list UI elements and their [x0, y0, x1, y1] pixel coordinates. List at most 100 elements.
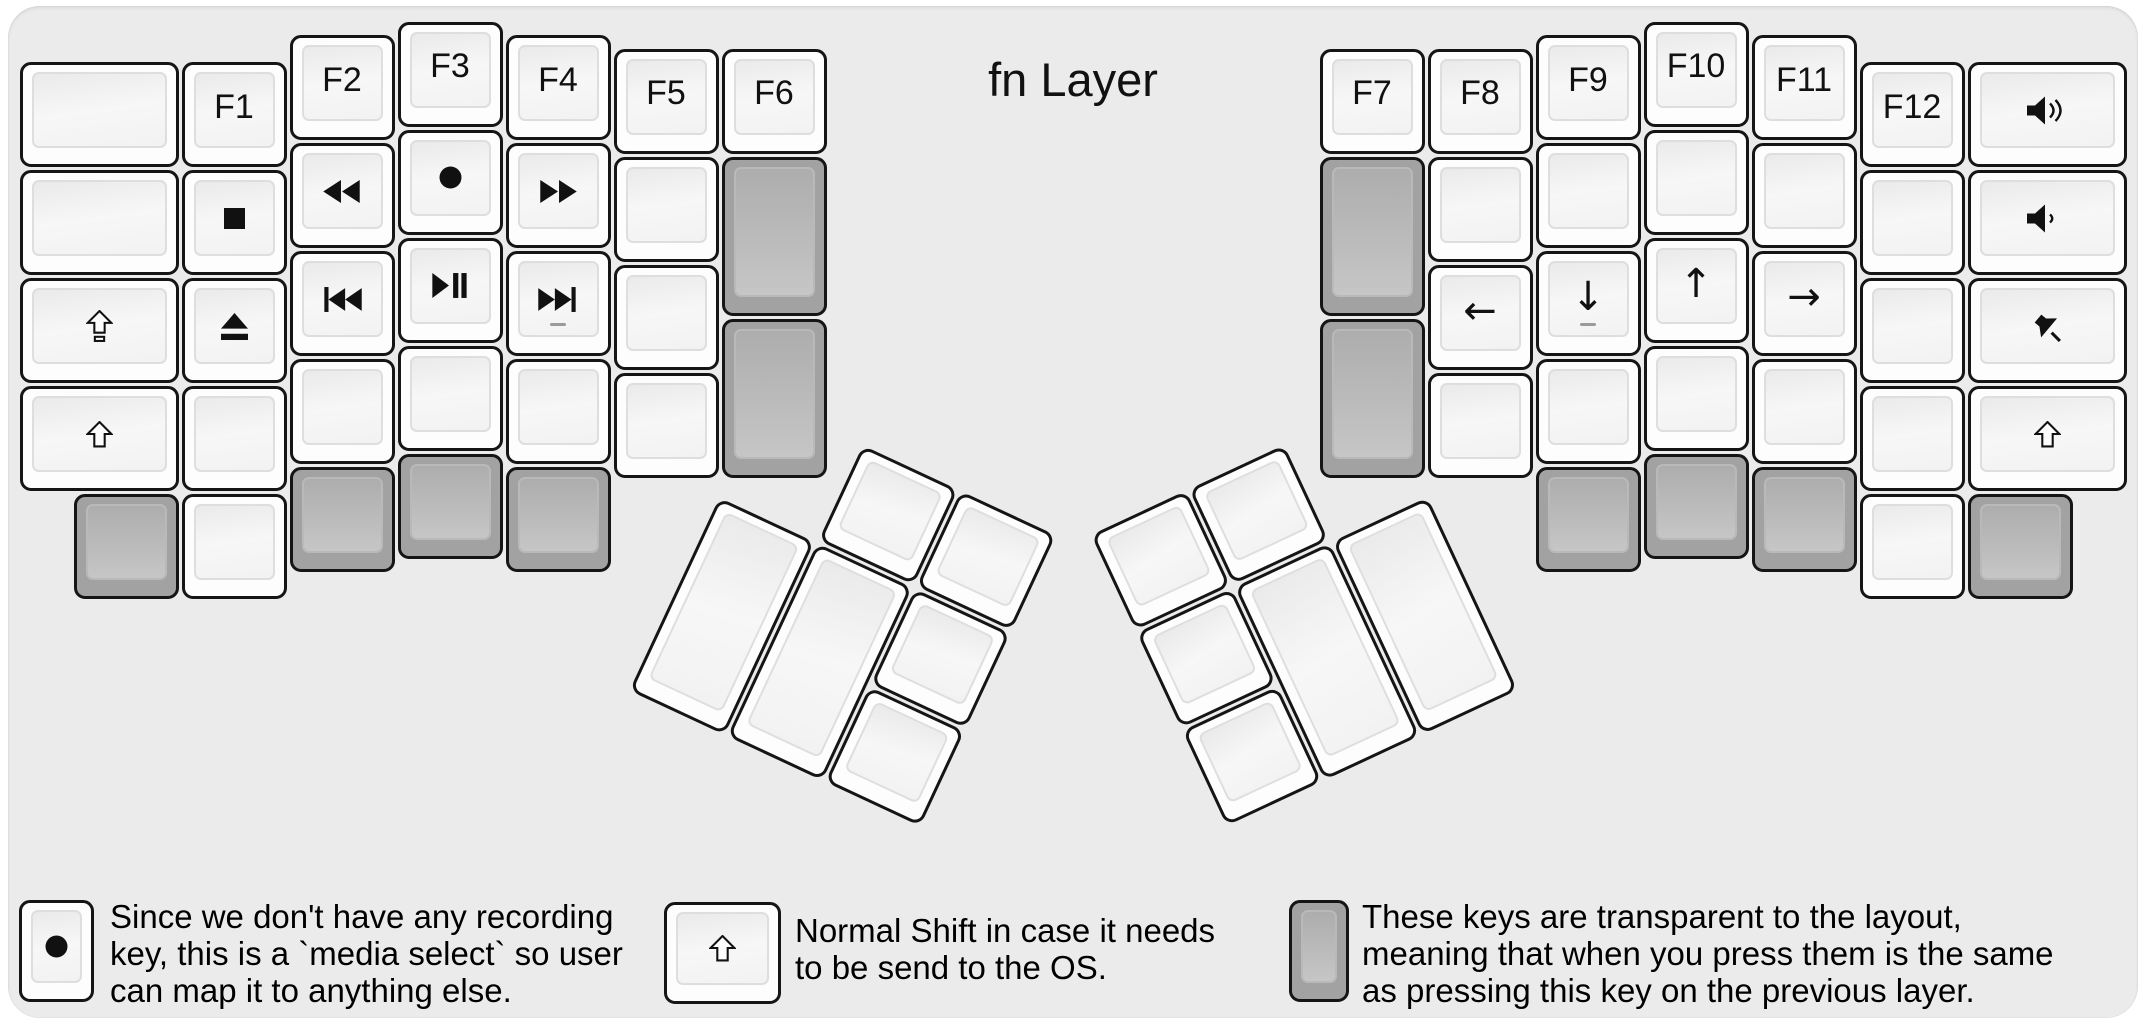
key-mute[interactable]	[1967, 278, 2127, 383]
key-transparent[interactable]	[289, 467, 395, 572]
keycap-top	[1655, 463, 1737, 540]
key-blank[interactable]	[1643, 129, 1749, 235]
key-arrow-right[interactable]: →	[1751, 251, 1857, 356]
key-blank[interactable]	[1751, 359, 1857, 464]
key-transparent[interactable]	[1967, 494, 2073, 599]
mute-icon	[2032, 311, 2063, 342]
key-f10[interactable]: F10	[1643, 21, 1749, 127]
keycap-top: F6	[733, 58, 815, 135]
key-blank[interactable]	[397, 345, 503, 451]
layer-title: fn Layer	[988, 53, 1158, 106]
key-transparent[interactable]	[1319, 156, 1425, 316]
key-blank[interactable]	[181, 386, 287, 491]
key-f3[interactable]: F3	[397, 21, 503, 127]
key-transparent[interactable]	[1535, 467, 1641, 572]
key-label: F11	[1775, 60, 1833, 99]
key-shift-left[interactable]	[19, 386, 179, 491]
key-blank[interactable]	[19, 62, 179, 167]
key-shift-right[interactable]	[1967, 386, 2127, 491]
key-f11[interactable]: F11	[1751, 35, 1857, 140]
key-blank[interactable]	[1751, 143, 1857, 248]
volume-up-icon	[2026, 96, 2068, 125]
key-blank[interactable]	[613, 264, 719, 370]
keycap-top: F5	[625, 58, 707, 135]
keycap-top	[1439, 166, 1521, 243]
key-f2[interactable]: F2	[289, 35, 395, 140]
key-f5[interactable]: F5	[613, 48, 719, 154]
keycap-top: F10	[1655, 31, 1737, 108]
key-transparent[interactable]	[721, 318, 827, 478]
keycap-top	[675, 911, 769, 985]
key-transparent[interactable]	[1643, 453, 1749, 559]
key-record[interactable]	[397, 129, 503, 235]
key-blank[interactable]	[1643, 345, 1749, 451]
key-blank[interactable]	[1859, 386, 1965, 491]
fast-forward-icon	[539, 179, 577, 204]
key-f4[interactable]: F4	[505, 35, 611, 140]
key-arrow-up[interactable]: ↑	[1643, 237, 1749, 343]
key-play-pause[interactable]	[397, 237, 503, 343]
keycap-top	[625, 382, 707, 459]
key-blank[interactable]	[1859, 278, 1965, 383]
key-transparent[interactable]	[73, 494, 179, 599]
key-f6[interactable]: F6	[721, 48, 827, 154]
key-transparent[interactable]	[721, 156, 827, 316]
keycap-top	[31, 288, 167, 364]
keycap-top	[1547, 477, 1629, 553]
key-blank[interactable]	[289, 359, 395, 464]
keycap-top	[1979, 288, 2115, 364]
key-eject[interactable]	[181, 278, 287, 383]
key-blank[interactable]	[505, 359, 611, 464]
keycap-top: F7	[1331, 58, 1413, 135]
key-arrow-left[interactable]: ←	[1427, 264, 1533, 370]
legend-line: to be send to the OS.	[795, 949, 1107, 986]
keycap-top	[193, 504, 275, 580]
key-transparent[interactable]	[505, 467, 611, 572]
arrow-up-icon: ↑	[1679, 260, 1713, 307]
key-label: F3	[430, 47, 470, 85]
key-transparent[interactable]	[397, 453, 503, 559]
skip-back-icon	[322, 286, 362, 313]
key-blank[interactable]	[613, 156, 719, 262]
keycap-top	[31, 72, 167, 148]
key-blank[interactable]	[1427, 156, 1533, 262]
key-f7[interactable]: F7	[1319, 48, 1425, 154]
key-f8[interactable]: F8	[1427, 48, 1533, 154]
keycap-top	[935, 504, 1041, 608]
shift-icon	[2033, 420, 2061, 448]
key-arrow-down[interactable]: ↓	[1535, 251, 1641, 356]
keycap-top	[1979, 504, 2061, 580]
key-caps-lock[interactable]	[19, 278, 179, 383]
key-transparent[interactable]	[1751, 467, 1857, 572]
key-f9[interactable]: F9	[1535, 35, 1641, 140]
keycap-top: F4	[517, 45, 599, 121]
key-blank[interactable]	[1859, 170, 1965, 275]
key-blank[interactable]	[613, 372, 719, 478]
key-rewind[interactable]	[289, 143, 395, 248]
key-blank[interactable]	[19, 170, 179, 275]
key-blank[interactable]	[1859, 494, 1965, 599]
keycap-top: F1	[193, 72, 275, 148]
key-fast-forward[interactable]	[505, 143, 611, 248]
key-volume-up[interactable]	[1967, 62, 2127, 167]
key-volume-down[interactable]	[1967, 170, 2127, 275]
key-blank[interactable]	[181, 494, 287, 599]
keycap-top	[1655, 139, 1737, 216]
key-transparent[interactable]	[1319, 318, 1425, 478]
legend-key-shift	[663, 901, 781, 1004]
key-blank[interactable]	[1427, 372, 1533, 478]
key-blank[interactable]	[1535, 143, 1641, 248]
keycap-top	[1331, 328, 1413, 459]
key-f12[interactable]: F12	[1859, 62, 1965, 167]
key-blank[interactable]	[1535, 359, 1641, 464]
key-skip-back[interactable]	[289, 251, 395, 356]
keycap-top: F2	[301, 45, 383, 121]
key-f1[interactable]: F1	[181, 62, 287, 167]
legend-line: Normal Shift in case it needs	[795, 912, 1216, 949]
key-skip-forward[interactable]	[505, 251, 611, 356]
key-stop[interactable]	[181, 170, 287, 275]
keycap-top	[1979, 180, 2115, 256]
keycap-top	[1979, 396, 2115, 472]
